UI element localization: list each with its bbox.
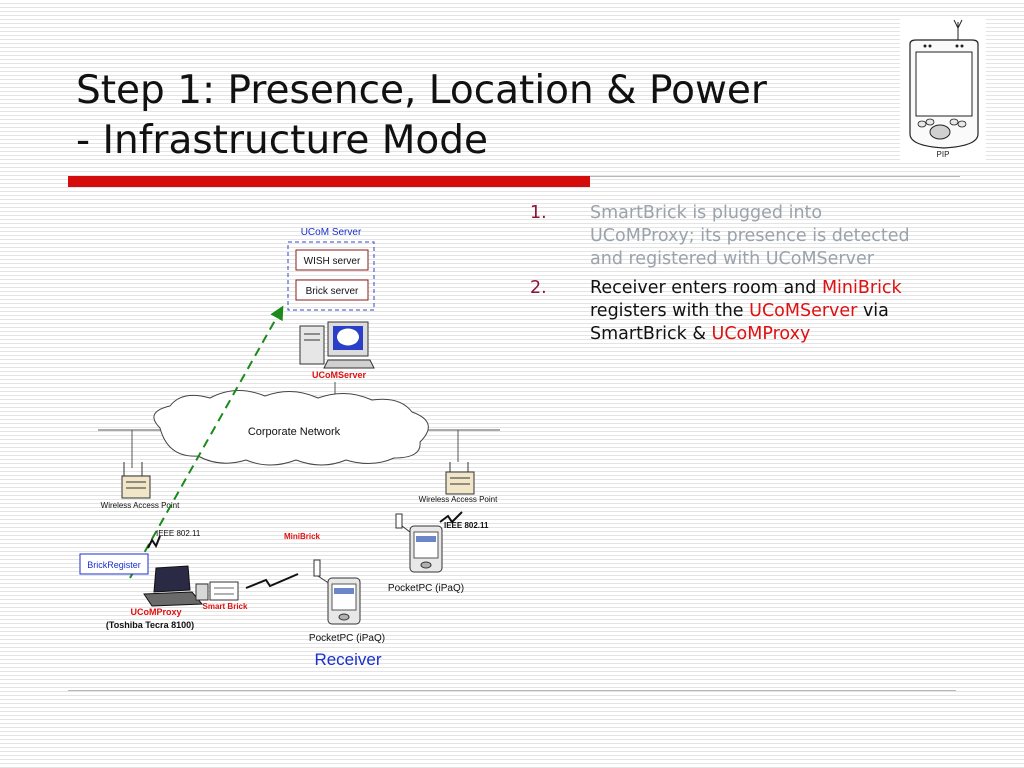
title-line-1: Step 1: Presence, Location & Power <box>76 68 767 113</box>
smart-brick-icon <box>195 581 239 601</box>
bullet-text-2-ucomserver: UCoMServer <box>749 301 858 321</box>
pda-label: PIP <box>937 150 950 159</box>
wish-server-box <box>295 249 369 271</box>
laptop-icon <box>143 565 204 607</box>
bullet-number-2: 2. <box>530 278 547 298</box>
ieee-left-label: IEEE 802.11 <box>156 529 201 538</box>
network-diagram: UCoM Server WISH server Brick server UCo… <box>79 227 500 669</box>
corporate-network-label: Corporate Network <box>248 426 341 438</box>
server-computer-icon <box>299 321 375 369</box>
ieee-right-label: IEEE 802.11 <box>444 521 489 530</box>
pocketpc-right-icon <box>395 513 443 573</box>
bullet-text-1: SmartBrick is plugged into UCoMProxy; it… <box>590 203 910 269</box>
wap-left-label: Wireless Access Point <box>101 501 180 510</box>
bullet-number-1: 1. <box>530 203 547 223</box>
wireless-access-point-left-icon <box>121 462 151 499</box>
corporate-network-cloud <box>153 390 429 466</box>
footer-rule <box>68 690 956 691</box>
brick-server-box <box>295 279 369 301</box>
title-underline-red <box>68 176 590 187</box>
pda-icon: PIP <box>900 16 986 160</box>
slide-title: Step 1: Presence, Location & Power - Inf… <box>76 66 767 166</box>
bullet-list: 1. SmartBrick is plugged into UCoMProxy;… <box>530 202 930 352</box>
registration-arrow <box>129 305 284 579</box>
minibrick-label: MiniBrick <box>284 532 321 541</box>
brickregister-label: BrickRegister <box>87 560 141 570</box>
bullet-text-2-part-5: via SmartBrick & <box>590 301 889 344</box>
brickregister-box <box>79 553 149 575</box>
bullet-text-2-minibrick: MiniBrick <box>821 278 902 298</box>
title-underline-gray <box>590 176 960 177</box>
wireless-signal-left-icon <box>147 535 161 549</box>
wish-server-label: WISH server <box>304 256 361 267</box>
bullet-text-2: Receiver enters room and MiniBrick regis… <box>590 278 902 344</box>
pocketpc-receiver-icon <box>317 575 361 625</box>
ucomserver-label: UCoMServer <box>312 370 367 380</box>
toshiba-label: (Toshiba Tecra 8100) <box>106 620 194 630</box>
pocketpc-receiver-label: PocketPC (iPaQ) <box>309 633 385 644</box>
brick-server-label: Brick server <box>306 286 359 297</box>
title-line-2: - Infrastructure Mode <box>76 118 488 163</box>
ucomproxy-label: UCoMProxy <box>130 607 181 617</box>
bullet-item-2: 2. Receiver enters room and MiniBrick re… <box>530 277 930 346</box>
minibrick-icon <box>313 559 321 577</box>
ucom-server-group <box>287 241 375 311</box>
wap-right-label: Wireless Access Point <box>419 495 498 504</box>
smart-brick-label: Smart Brick <box>203 602 248 611</box>
bullet-text-2-part-3: registers with the <box>590 301 750 321</box>
receiver-label: Receiver <box>314 650 381 669</box>
wireless-signal-right-icon <box>439 511 463 524</box>
wireless-access-point-right-icon <box>445 462 475 495</box>
ucom-server-label: UCoM Server <box>301 227 362 238</box>
bullet-text-2-ucomproxy: UCoMProxy <box>711 324 811 344</box>
bullet-item-1: 1. SmartBrick is plugged into UCoMProxy;… <box>530 202 930 271</box>
pocketpc-right-label: PocketPC (iPaQ) <box>388 583 464 594</box>
wireless-signal-minibrick-icon <box>245 573 299 589</box>
bullet-text-2-part-1: Receiver enters room and <box>590 278 822 298</box>
